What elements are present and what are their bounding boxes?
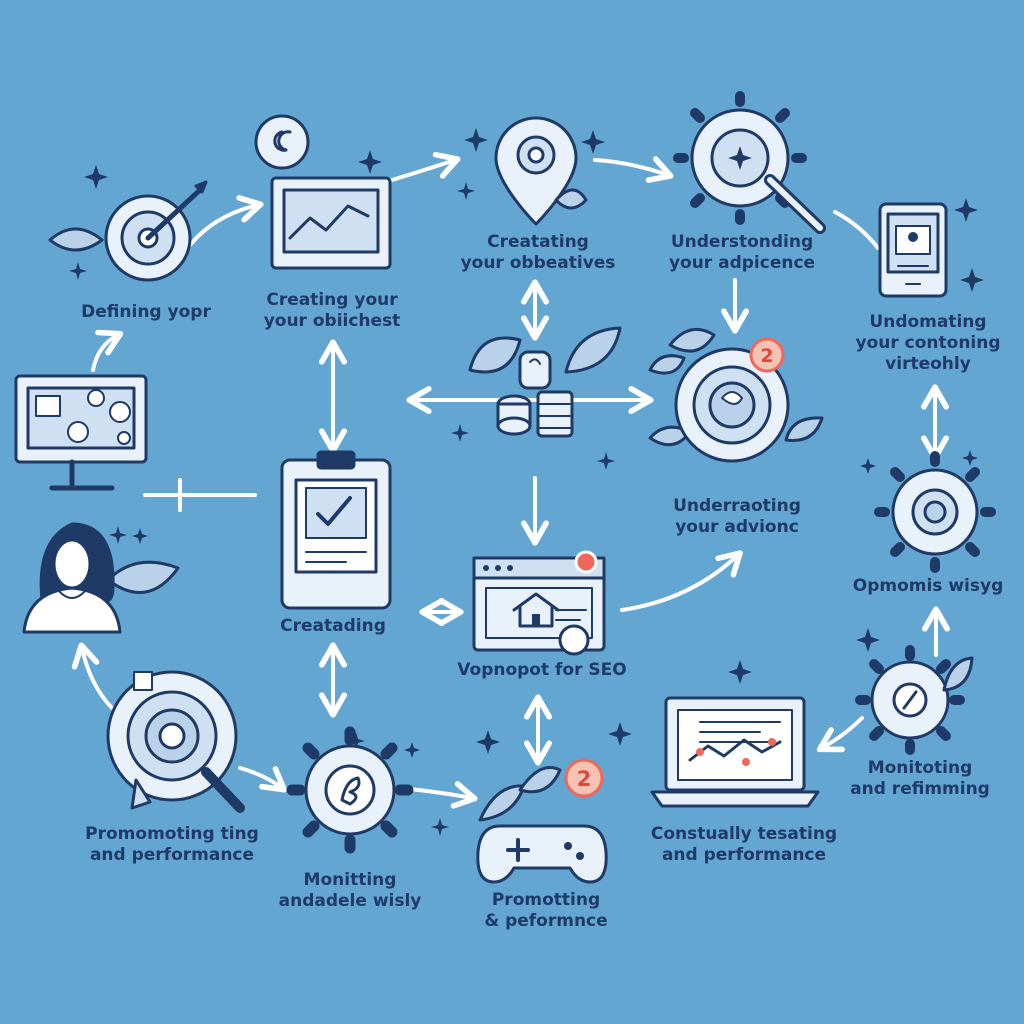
sparkle-icon — [132, 528, 148, 544]
step-label-creatading: Creatading — [280, 616, 386, 636]
person-icon — [22, 522, 180, 634]
sparkle-icon — [464, 128, 488, 152]
gear-icon — [874, 451, 996, 573]
step-label-optimizing: Opmomis wisyg — [852, 576, 1004, 596]
arrow-gear-to-tablet — [833, 210, 880, 250]
sparkle-icon — [457, 182, 475, 200]
sparkle-icon — [451, 424, 469, 442]
laptop-chart-icon — [650, 696, 820, 808]
sparkle-icon — [608, 722, 632, 746]
sparkle-icon — [597, 452, 615, 470]
sparkle-decorations — [69, 128, 984, 836]
tablet-profile-icon — [878, 202, 948, 298]
sparkle-icon — [347, 732, 365, 750]
magnifier-icon — [106, 670, 245, 813]
sparkle-icon — [581, 130, 605, 154]
sparkle-icon — [431, 818, 449, 836]
arrow-chart-to-pin — [390, 151, 461, 182]
monitor-icon — [14, 374, 148, 491]
arrow-promoting-to-gear — [238, 766, 288, 793]
location-pin-icon — [494, 116, 588, 226]
arrow-pin-to-gear — [593, 156, 674, 183]
gear-badge-icon — [648, 327, 824, 463]
connector-arrows — [71, 151, 950, 809]
arrow-loop-up — [71, 642, 114, 710]
connector-monitor-person — [143, 478, 257, 512]
arrow-monitor-up — [91, 329, 124, 372]
sparkle-icon — [69, 262, 87, 280]
target-icon — [48, 180, 208, 282]
gear-magnifier-icon — [673, 91, 826, 234]
sparkle-icon — [728, 660, 752, 684]
step-label-promoting-2: Promotting& peformnce — [484, 890, 608, 931]
svg-text:2: 2 — [760, 345, 773, 367]
gamepad-icon — [476, 766, 608, 884]
sparkle-icon — [962, 450, 978, 466]
coins-leaves-icon — [468, 326, 622, 438]
sparkle-icon — [404, 742, 420, 758]
svg-text:2: 2 — [577, 767, 592, 791]
browser-house-icon — [472, 550, 606, 656]
clipboard-check-icon — [280, 450, 392, 610]
number-badge-b: 2 — [564, 758, 604, 798]
sparkle-icon — [960, 268, 984, 292]
number-badge-a: 2 — [749, 337, 785, 373]
arrow-seo-to-gear — [620, 550, 743, 612]
sparkle-icon — [358, 150, 382, 174]
sparkle-icon — [109, 526, 127, 544]
step-label-seo: Vopnopot for SEO — [457, 660, 627, 680]
sparkle-icon — [84, 165, 108, 189]
step-label-defining: Defining yopr — [81, 302, 211, 322]
sparkle-icon — [954, 198, 978, 222]
chart-window-icon — [254, 114, 392, 270]
arrow-defining-to-chart — [188, 195, 264, 247]
sparkle-icon — [860, 458, 876, 474]
sparkle-icon — [856, 628, 880, 652]
gear-icon — [286, 726, 414, 854]
sparkle-icon — [476, 730, 500, 754]
gear-leaf-icon — [855, 645, 974, 755]
arrow-gear-to-laptop — [816, 716, 864, 753]
